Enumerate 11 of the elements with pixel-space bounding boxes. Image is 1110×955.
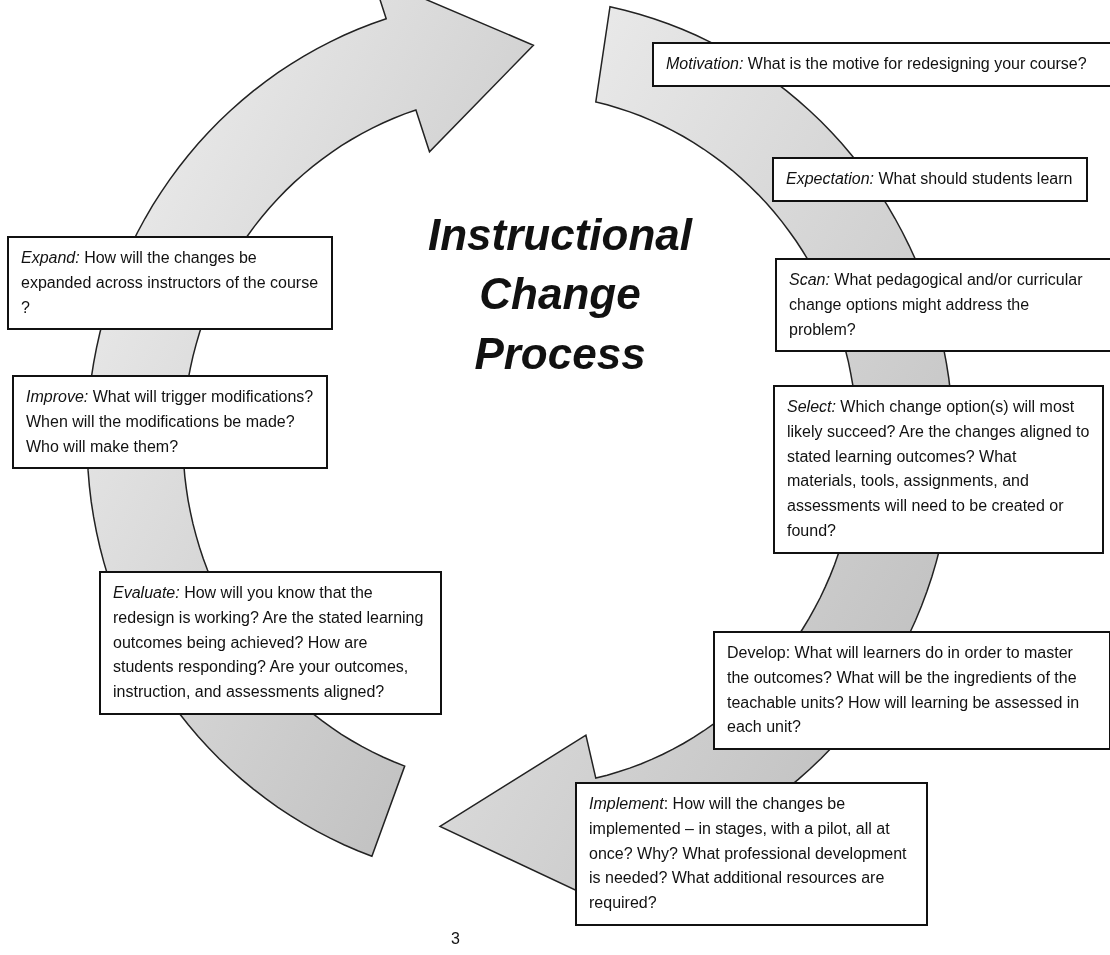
question-box: Scan: What pedagogical and/or curricular change options might address the problem? [775,258,1110,353]
question-box: Expand: How will the changes be expanded across instructors of the course ? [7,236,333,331]
question-box: Develop: What will learners do in order to master the outcomes? What will be the ingredients of the teachable units? How will learning be assessed in each unit? [713,631,1110,751]
question-box: Expectation: What should students learn [772,157,1088,202]
title-text: Instructional Change Process [427,209,694,380]
page-number: 3 [451,930,460,948]
question-box: Improve: What will trigger modifications? When will the modifications be made? Who will make them? [12,375,328,470]
question-box: Select: Which change option(s) will most likely succeed? Are the changes aligned to stated learning outcomes? What materials, tools, assignments, and assessments will need to be created or found? [773,385,1104,554]
question-box: Motivation: What is the motive for redesigning your course? [652,42,1110,87]
question-box: Evaluate: How will you know that the redesign is working? Are the stated learning outcomes being achieved? How are students responding? Are your outcomes, instruction, and assessments aligned? [99,571,442,715]
question-box: Implement: How will the changes be implemented – in stages, with a pilot, all at once? Why? What professional development is needed? What additional resources are required? [575,782,928,926]
